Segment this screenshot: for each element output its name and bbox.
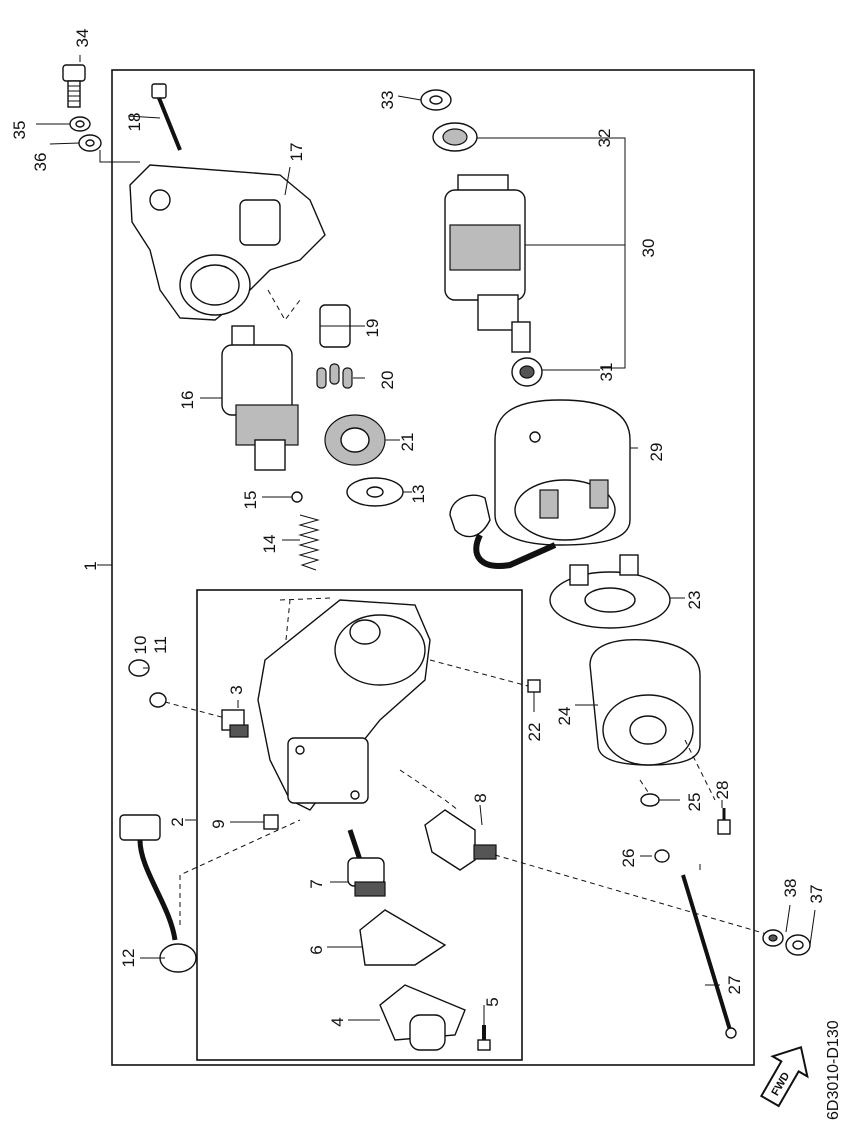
terminal-9 <box>263 814 279 830</box>
label-13: 13 <box>409 485 428 504</box>
label-15: 15 <box>241 491 260 510</box>
diagram-code: 6D3010-D130 <box>825 1020 842 1120</box>
label-21: 21 <box>398 433 417 452</box>
washer-36 <box>78 134 102 152</box>
through-bolt-27 <box>681 874 737 1039</box>
label-27: 27 <box>725 976 744 995</box>
bearing-32 <box>432 122 478 152</box>
label-36: 36 <box>31 153 50 172</box>
washer-11 <box>149 692 167 708</box>
gear-21 <box>324 414 386 466</box>
label-11: 11 <box>151 636 170 654</box>
assembly-frame <box>111 69 755 1066</box>
label-37: 37 <box>807 885 826 904</box>
label-19: 19 <box>363 319 382 338</box>
washer-33 <box>420 89 452 111</box>
gasket-6 <box>359 909 447 966</box>
label-31: 31 <box>597 363 616 382</box>
cover-4 <box>379 984 466 1051</box>
washer-25 <box>640 793 660 807</box>
label-2: 2 <box>168 817 187 826</box>
armature-30 <box>444 174 531 353</box>
label-23: 23 <box>685 591 704 610</box>
label-24: 24 <box>555 707 574 726</box>
subassembly-frame <box>196 589 523 1061</box>
clutch-16 <box>221 325 299 471</box>
front-bracket-17 <box>129 164 326 321</box>
label-12: 12 <box>119 949 138 968</box>
bolt-34 <box>62 64 86 108</box>
label-1: 1 <box>81 561 100 570</box>
retainer-19 <box>319 304 351 348</box>
ball-15 <box>291 491 303 503</box>
label-33: 33 <box>378 91 397 110</box>
label-9: 9 <box>209 819 228 828</box>
washer-38 <box>762 929 784 947</box>
label-3: 3 <box>227 685 246 694</box>
label-34: 34 <box>73 29 92 48</box>
brush-holder-23 <box>549 554 671 629</box>
nut-10 <box>128 659 150 677</box>
yoke-29 <box>494 399 631 546</box>
screw-28 <box>717 808 731 835</box>
label-4: 4 <box>328 1017 347 1026</box>
label-38: 38 <box>781 879 800 898</box>
spring-14 <box>298 514 320 571</box>
through-bolt-18 <box>151 83 182 151</box>
rollers-20 <box>316 363 353 389</box>
switch-8 <box>424 809 497 871</box>
plunger-7 <box>347 829 386 897</box>
clip-22 <box>527 679 541 693</box>
label-29: 29 <box>647 443 666 462</box>
label-5: 5 <box>483 997 502 1006</box>
label-6: 6 <box>307 945 326 954</box>
label-35: 35 <box>10 121 29 140</box>
washer-13 <box>346 477 404 507</box>
label-14: 14 <box>260 535 279 554</box>
forward-arrow-icon: FWD <box>759 1045 809 1108</box>
yoke-lead <box>449 494 557 569</box>
label-28: 28 <box>713 781 732 800</box>
screw-5 <box>477 1025 491 1051</box>
label-10: 10 <box>131 636 150 655</box>
washer-26 <box>654 849 670 863</box>
label-7: 7 <box>307 879 326 888</box>
rear-cover-24 <box>589 638 701 766</box>
label-30: 30 <box>639 239 658 258</box>
label-17: 17 <box>287 143 306 162</box>
label-26: 26 <box>619 849 638 868</box>
terminal-3 <box>221 709 249 738</box>
nut-37 <box>785 934 811 956</box>
label-20: 20 <box>378 371 397 390</box>
label-32: 32 <box>595 129 614 148</box>
washer-35 <box>69 116 91 132</box>
label-8: 8 <box>471 793 490 802</box>
bearing-31 <box>511 357 543 387</box>
label-16: 16 <box>178 391 197 410</box>
label-18: 18 <box>125 113 144 132</box>
label-22: 22 <box>525 723 544 742</box>
housing-2 <box>257 599 431 811</box>
lead-wire-12 <box>119 814 197 973</box>
label-25: 25 <box>685 793 704 812</box>
